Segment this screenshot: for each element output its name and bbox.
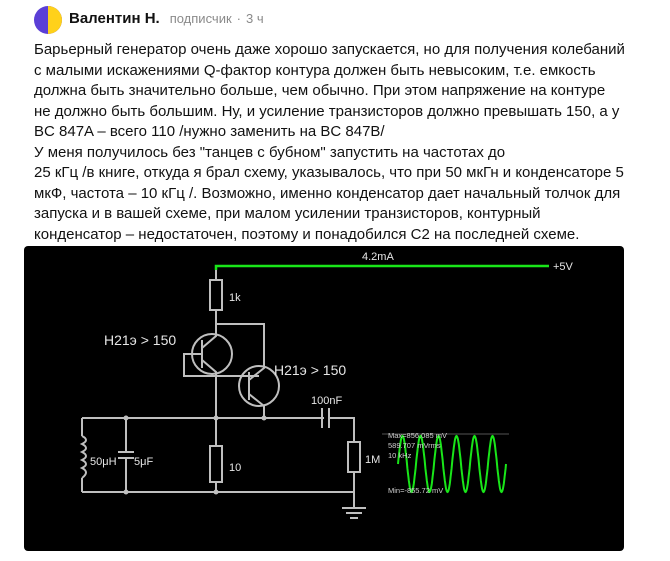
- comment-time[interactable]: 3 ч: [246, 11, 264, 26]
- text-line: BC 847A – всего 110 /нужно заменить на B…: [34, 123, 385, 140]
- wire: [215, 310, 265, 358]
- resistor-r2: [209, 445, 223, 483]
- supply-label: +5V: [553, 261, 574, 273]
- text-line: 25 кГц /в книге, откуда я брал схему, ук…: [34, 164, 624, 181]
- subscriber-badge: подписчик: [169, 11, 232, 26]
- scope-max: Max=856.085 mV: [388, 431, 447, 440]
- scope-rms: 589.707 mVrms: [388, 441, 441, 450]
- junction-dot: [123, 415, 129, 421]
- ground-symbol: [342, 507, 366, 519]
- supply-wire: [214, 264, 549, 270]
- avatar-half: [48, 6, 62, 34]
- author-name[interactable]: Валентин Н.: [69, 10, 160, 27]
- text-line: запуска и в вашей схеме, при малом усиле…: [34, 205, 541, 222]
- text-line: не должно быть большим. Ну, и усиление т…: [34, 102, 620, 120]
- r1-label: 1k: [229, 292, 241, 304]
- junction-dot: [123, 489, 129, 495]
- wire: [82, 491, 355, 508]
- transistor-q2: [238, 365, 280, 407]
- text-line: конденсатор – недостаточен, поэтому и по…: [34, 225, 580, 243]
- capacitor-coupling: [264, 408, 355, 442]
- text-line: У меня получилось без "танцев с бубном" …: [34, 143, 506, 161]
- wire: [201, 324, 217, 414]
- inductor-label: 50μH: [90, 456, 117, 468]
- tank-cap-label: 5μF: [134, 456, 153, 468]
- coupling-cap-label: 100nF: [311, 395, 342, 407]
- avatar[interactable]: [34, 6, 62, 34]
- wire: [248, 358, 265, 414]
- inductor: [79, 435, 87, 479]
- resistor-load: [347, 441, 361, 473]
- junction-dot: [213, 415, 219, 421]
- schematic-image[interactable]: 4.2mA +5V 1k H21э > 150 H21э > 150 100nF…: [24, 246, 624, 551]
- text-line: с малыми искажениями Q-фактор контура до…: [34, 61, 596, 79]
- load-resistor-label: 1M: [365, 454, 380, 466]
- capacitor-tank: [118, 418, 134, 492]
- scope-trace: [397, 434, 507, 494]
- schematic-svg: 4.2mA +5V 1k H21э > 150 H21э > 150 100nF…: [79, 251, 574, 519]
- comment-text: Барьерный генератор очень даже хорошо за…: [34, 40, 654, 245]
- comment-header: Валентин Н. подписчик · 3 ч: [69, 10, 264, 30]
- q2-label: H21э > 150: [274, 362, 346, 378]
- q1-label: H21э > 150: [104, 332, 176, 348]
- junction-dot: [213, 489, 219, 495]
- text-line: мкФ, частота – 10 кГц /. Возможно, именн…: [34, 184, 621, 202]
- text-line: Барьерный генератор очень даже хорошо за…: [34, 41, 625, 58]
- resistor-r1: [209, 279, 223, 311]
- scope-freq: 10 kHz: [388, 451, 412, 460]
- separator-dot: ·: [236, 11, 241, 26]
- scope-display: Max=856.085 mV 589.707 mVrms 10 kHz Min=…: [382, 431, 509, 495]
- wire: [183, 353, 259, 377]
- r2-label: 10: [229, 462, 241, 474]
- junction-dot: [261, 415, 267, 421]
- current-label: 4.2mA: [362, 251, 394, 263]
- text-line: должна быть значительно больше, чем обыч…: [34, 82, 606, 99]
- scope-min: Min=-855.72 mV: [388, 486, 443, 495]
